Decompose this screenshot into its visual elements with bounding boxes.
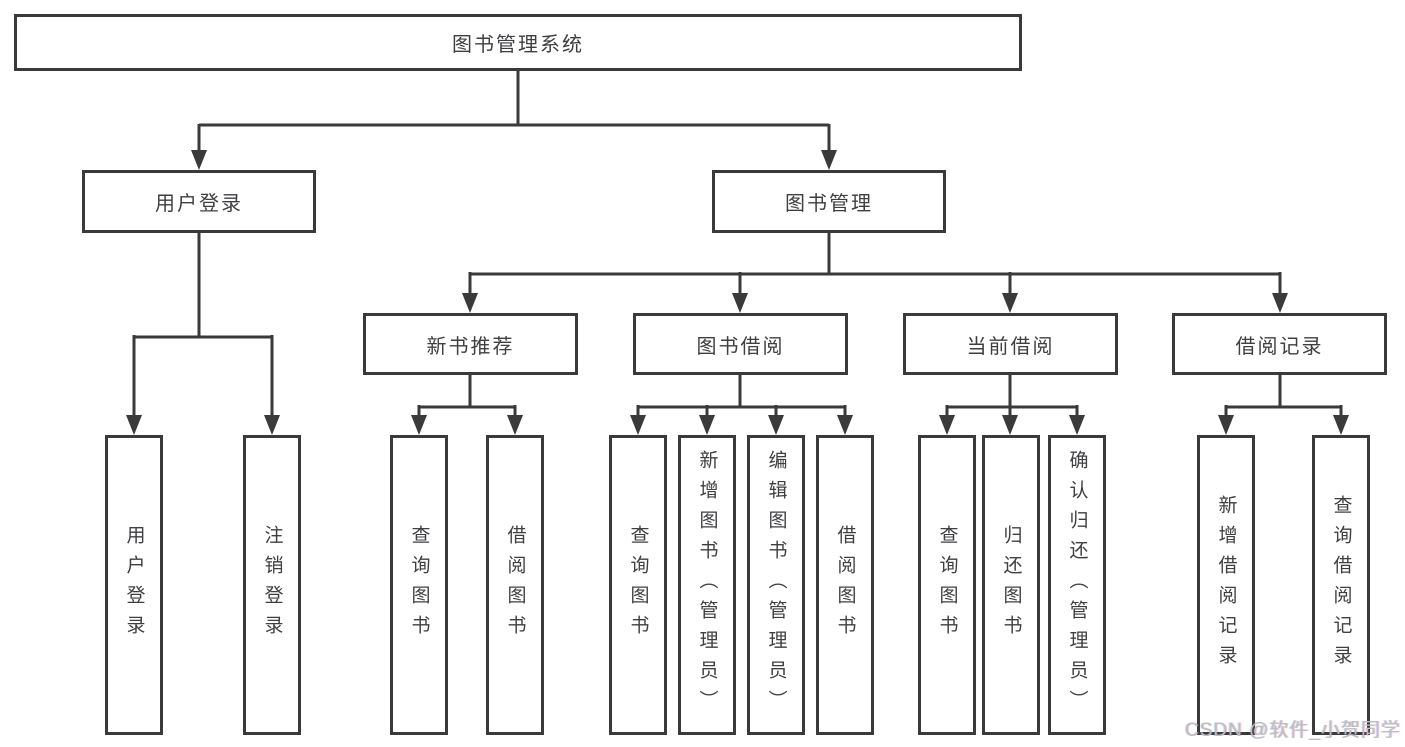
csdn-watermark: CSDN @软件_小贺同学 bbox=[1185, 720, 1401, 741]
node-borrowing-records: 借阅记录 bbox=[1172, 313, 1387, 375]
leaf-borrow-books-recommend: 借阅图书 bbox=[486, 435, 544, 735]
node-book-borrowing: 图书借阅 bbox=[633, 313, 848, 375]
node-current-borrowing: 当前借阅 bbox=[903, 313, 1118, 375]
leaf-query-books-borrowing: 查询图书 bbox=[609, 435, 667, 735]
leaf-borrow-books-borrowing: 借阅图书 bbox=[816, 435, 874, 735]
node-book-management: 图书管理 bbox=[712, 170, 946, 233]
leaf-add-book-admin: 新增图书（管理员） bbox=[678, 435, 736, 735]
leaf-query-borrow-record: 查询借阅记录 bbox=[1312, 435, 1370, 735]
leaf-user-login: 用户登录 bbox=[105, 435, 163, 735]
leaf-return-book: 归还图书 bbox=[982, 435, 1040, 735]
leaf-query-books-recommend: 查询图书 bbox=[390, 435, 448, 735]
node-library-management-system: 图书管理系统 bbox=[14, 14, 1022, 71]
leaf-add-borrow-record: 新增借阅记录 bbox=[1197, 435, 1255, 735]
leaf-query-books-current: 查询图书 bbox=[918, 435, 976, 735]
leaf-edit-book-admin: 编辑图书（管理员） bbox=[747, 435, 805, 735]
leaf-confirm-return-admin: 确认归还（管理员） bbox=[1048, 435, 1106, 735]
leaf-logout: 注销登录 bbox=[243, 435, 301, 735]
node-new-book-recommendation: 新书推荐 bbox=[363, 313, 578, 375]
node-user-login: 用户登录 bbox=[82, 170, 316, 233]
